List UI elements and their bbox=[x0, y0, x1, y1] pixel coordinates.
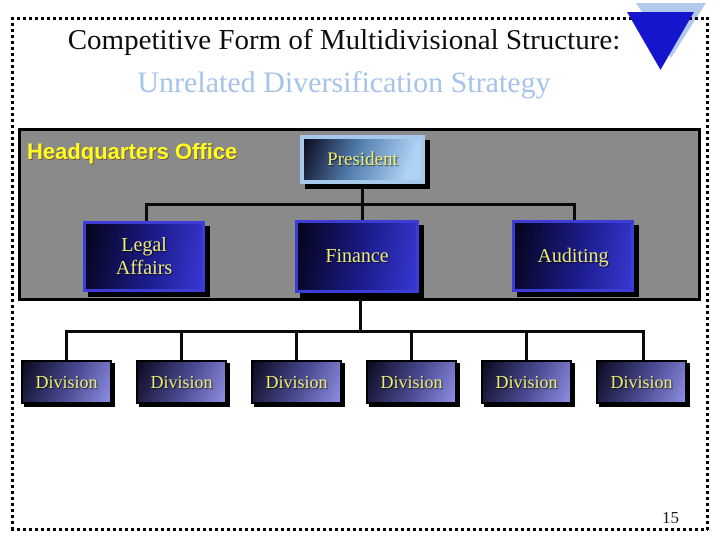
org-node-legal-affairs: Legal Affairs bbox=[83, 221, 205, 292]
slide-subtitle: Unrelated Diversification Strategy bbox=[137, 66, 551, 99]
connector-stub-division-1 bbox=[65, 330, 68, 361]
border-top bbox=[11, 17, 708, 20]
org-node-division-5: Division bbox=[481, 360, 572, 404]
connector-stub-auditing bbox=[573, 203, 576, 221]
headquarters-label: Headquarters Office bbox=[27, 139, 238, 164]
connector-stub-division-4 bbox=[410, 330, 413, 361]
connector-stub-legal bbox=[145, 203, 148, 222]
connector-stub-division-6 bbox=[642, 330, 645, 361]
connector-stub-division-2 bbox=[180, 330, 183, 361]
org-node-division-4: Division bbox=[366, 360, 457, 404]
connector-stub-division-5 bbox=[525, 330, 528, 361]
border-right bbox=[706, 17, 709, 531]
connector-division-horizontal bbox=[67, 330, 645, 333]
slide-title: Competitive Form of Multidivisional Stru… bbox=[67, 24, 621, 56]
org-node-president: President bbox=[300, 135, 425, 184]
org-node-division-3: Division bbox=[251, 360, 342, 404]
page-number: 15 bbox=[662, 508, 679, 527]
org-node-division-6: Division bbox=[596, 360, 687, 404]
connector-stub-division-3 bbox=[295, 330, 298, 361]
org-node-division-2: Division bbox=[136, 360, 227, 404]
connector-finance-drop bbox=[359, 292, 362, 333]
border-bottom bbox=[11, 528, 708, 531]
org-node-finance: Finance bbox=[295, 220, 419, 293]
border-left bbox=[11, 17, 14, 531]
title-block: Competitive Form of Multidivisional Stru… bbox=[14, 24, 674, 100]
org-node-auditing: Auditing bbox=[512, 220, 634, 292]
org-node-division-1: Division bbox=[21, 360, 112, 404]
connector-staff-horizontal bbox=[145, 203, 576, 206]
